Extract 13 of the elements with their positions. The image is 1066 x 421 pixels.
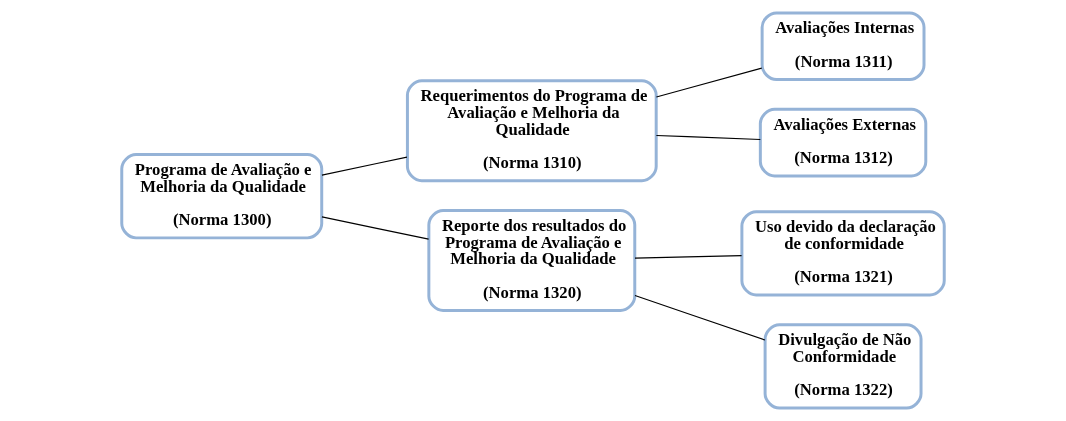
node-box: Uso devido da declaração de conformidade (Norma 1321) <box>740 210 946 297</box>
node-box: Reporte dos resultados do Programa de Avaliação e Melhoria da Qualidade (Norma 1320) <box>427 209 637 312</box>
node-box: Requerimentos do Programa de Avaliação e Melhoria da Qualidade (Norma 1310) <box>405 79 658 183</box>
node-box: Programa de Avaliação e Melhoria da Qualidade (Norma 1300) <box>120 153 324 240</box>
connector <box>634 255 743 259</box>
node-box: Avaliações Externas (Norma 1312) <box>758 107 928 178</box>
node-box: Avaliações Internas (Norma 1311) <box>760 11 926 82</box>
connector <box>321 216 430 240</box>
connector <box>321 156 408 176</box>
node-box: Divulgação de Não Conformidade (Norma 1322) <box>763 323 923 410</box>
connector <box>634 294 766 341</box>
connector <box>655 134 761 141</box>
connector <box>655 67 763 98</box>
